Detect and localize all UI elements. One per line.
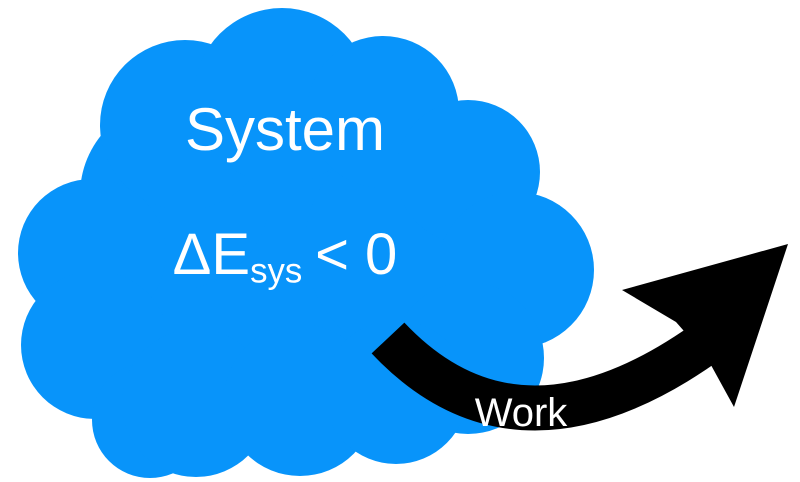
work-arrow-shaft <box>371 319 726 431</box>
system-title: System <box>184 96 386 163</box>
work-arrow-head <box>622 244 788 407</box>
energy-equation: ΔEsys< 0 <box>105 226 465 289</box>
system-cloud <box>18 8 594 478</box>
equation-base: ΔE <box>172 222 251 287</box>
work-arrow <box>371 244 788 431</box>
equation-subscript: sys <box>250 251 303 291</box>
work-arrow-label: Work <box>474 391 568 435</box>
equation-comparison: < 0 <box>315 222 398 287</box>
